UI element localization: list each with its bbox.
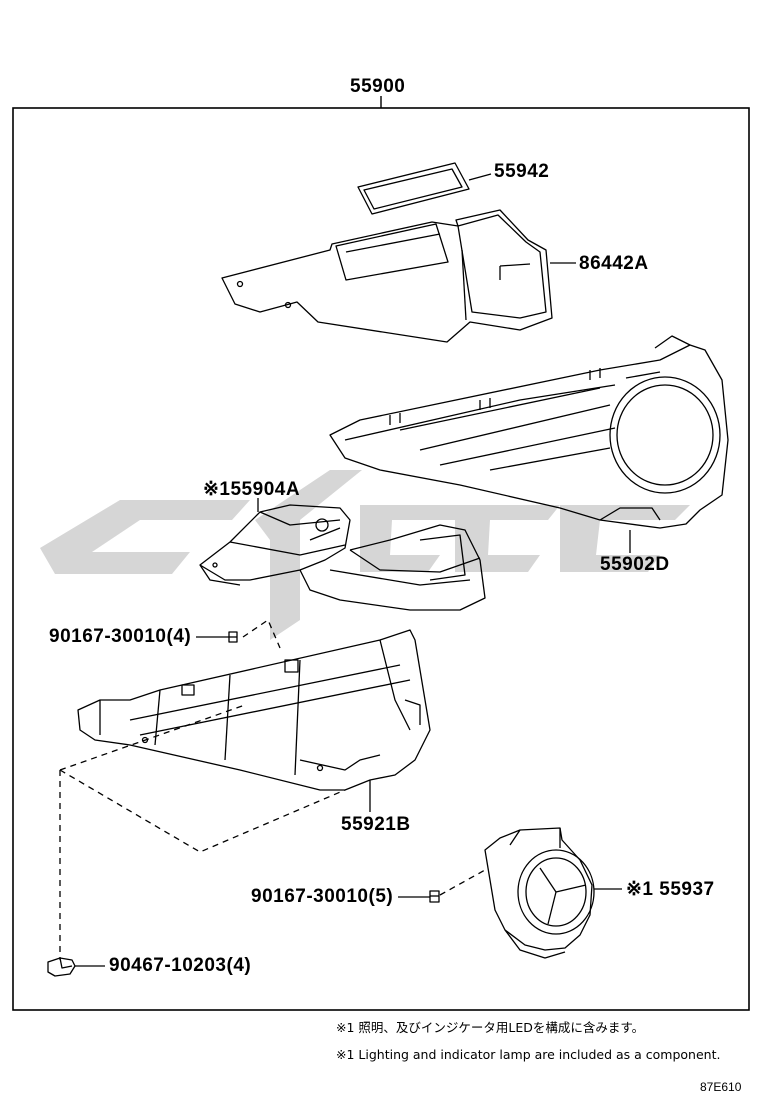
screw-top	[196, 631, 238, 643]
dashed-guides	[59, 619, 486, 960]
clip-90467	[47, 957, 105, 977]
part-55937-dial-switch	[484, 827, 622, 959]
screw-top-label: 90167-30010(4)	[49, 626, 192, 647]
part-55904A-switch	[199, 498, 486, 611]
note-japanese: ※1 照明、及びインジケータ用LEDを構成に含みます。	[336, 1020, 645, 1035]
watermark-logo	[40, 470, 690, 640]
note-english: ※1 Lighting and indicator lamp are inclu…	[336, 1047, 721, 1062]
screw-bottom	[398, 890, 440, 903]
assembly-label: 55900	[350, 76, 406, 97]
part-55942-film	[357, 162, 492, 215]
part-55904A-label: ※155904A	[203, 479, 301, 500]
part-86442A-label: 86442A	[579, 253, 649, 274]
part-55902D-bezel	[329, 335, 729, 553]
part-86442A-plate	[221, 209, 576, 343]
screw-bottom-label: 90167-30010(5)	[251, 886, 394, 907]
part-55921B-bracket	[77, 629, 431, 812]
diagram-code: 87E610	[700, 1080, 742, 1094]
part-55942-label: 55942	[494, 161, 550, 182]
clip-label: 90467-10203(4)	[109, 955, 252, 976]
part-55921B-label: 55921B	[341, 814, 411, 835]
part-55937-label: ※1 55937	[626, 879, 715, 900]
part-55902D-label: 55902D	[600, 554, 670, 575]
